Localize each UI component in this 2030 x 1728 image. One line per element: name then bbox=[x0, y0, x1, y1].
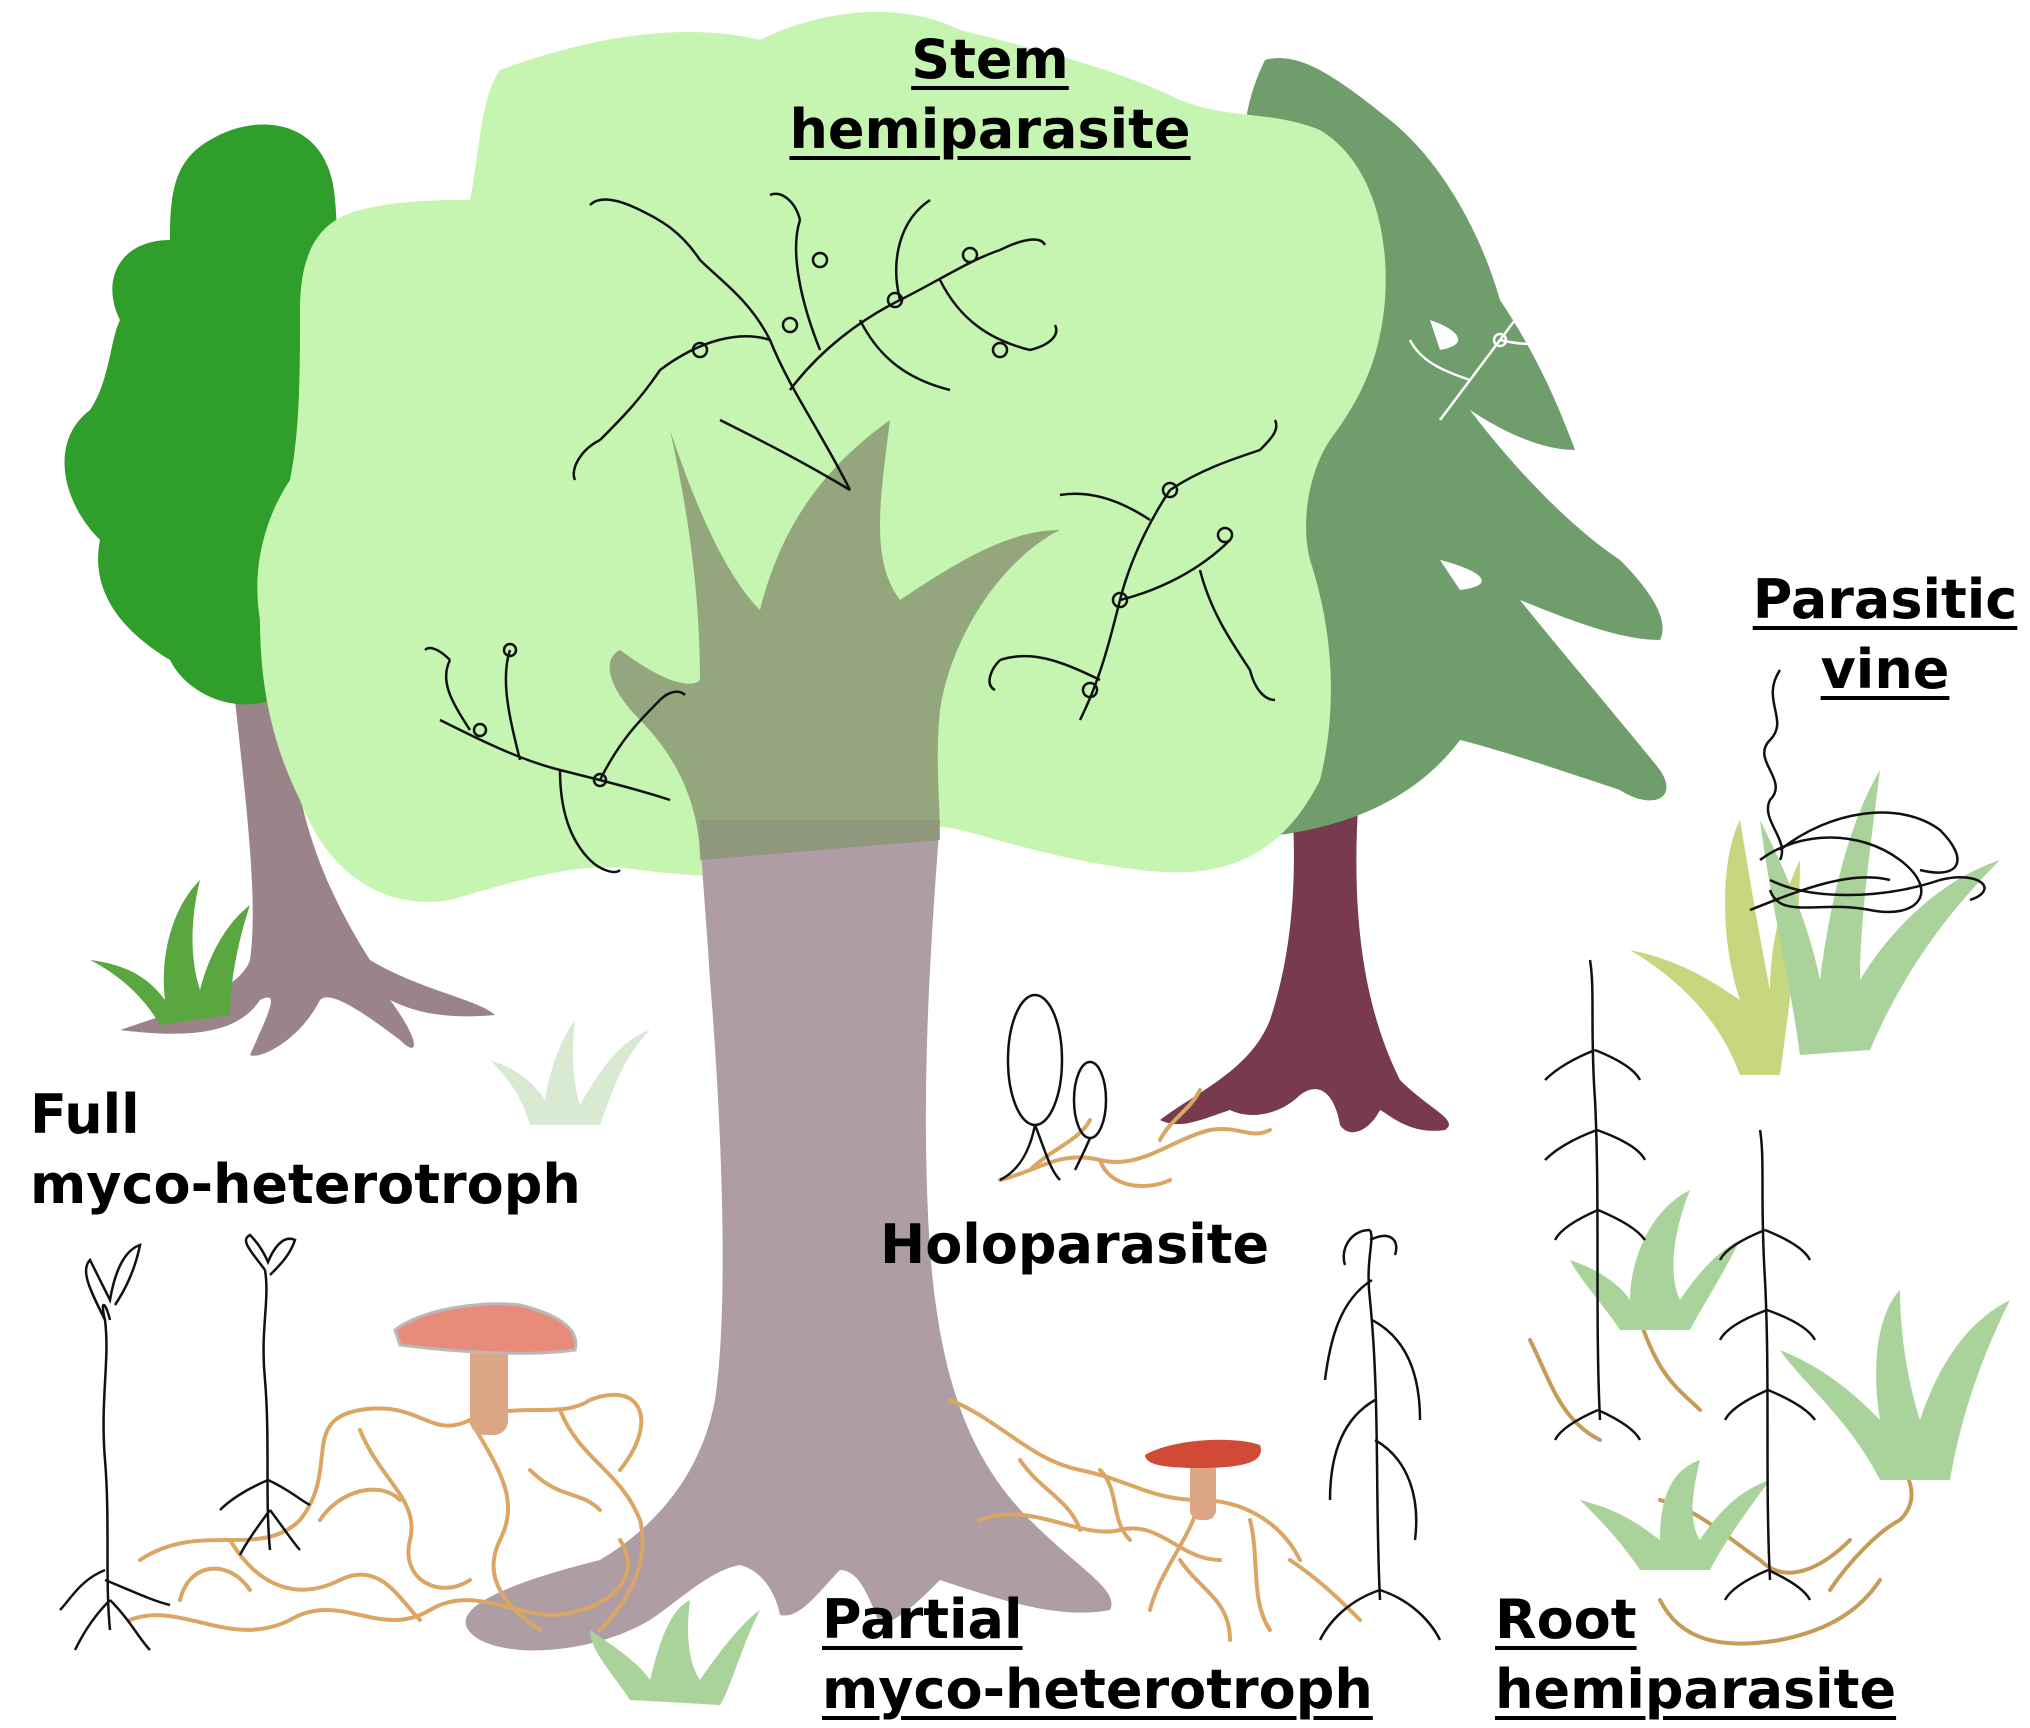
small-mushroom-cap bbox=[1145, 1440, 1261, 1468]
label-root-hemiparasite-line1: Root bbox=[1495, 1585, 1896, 1655]
label-full-myco-line1: Full bbox=[30, 1080, 581, 1150]
partial-myco-orchid bbox=[1320, 1230, 1440, 1640]
small-mushroom-stem bbox=[1190, 1460, 1216, 1520]
label-root-hemiparasite-line2: hemiparasite bbox=[1495, 1655, 1896, 1725]
full-myco-plant-1 bbox=[60, 1245, 170, 1650]
label-partial-myco-line2: myco-heterotroph bbox=[822, 1655, 1373, 1725]
big-mushroom bbox=[395, 1304, 576, 1435]
label-stem-hemiparasite-line1: Stem bbox=[770, 25, 1210, 95]
label-partial-myco-heterotroph: Partial myco-heterotroph bbox=[822, 1585, 1373, 1725]
label-full-myco-heterotroph: Full myco-heterotroph bbox=[30, 1080, 581, 1220]
grass-root-right bbox=[1780, 1290, 2010, 1480]
grass-root-bottom bbox=[1580, 1460, 1770, 1570]
label-partial-myco-line1: Partial bbox=[822, 1585, 1373, 1655]
label-parasitic-vine-line2: vine bbox=[1740, 635, 2030, 705]
label-parasitic-vine: Parasitic vine bbox=[1740, 565, 2030, 705]
big-mushroom-cap bbox=[395, 1304, 576, 1354]
grass-left-green bbox=[90, 880, 250, 1025]
label-root-hemiparasite: Root hemiparasite bbox=[1495, 1585, 1896, 1725]
root-hemiparasite-plant-1 bbox=[1545, 960, 1645, 1440]
label-parasitic-vine-line1: Parasitic bbox=[1740, 565, 2030, 635]
label-stem-hemiparasite: Stem hemiparasite bbox=[770, 25, 1210, 165]
label-holoparasite: Holoparasite bbox=[880, 1210, 1269, 1280]
label-full-myco-line2: myco-heterotroph bbox=[30, 1150, 581, 1220]
label-stem-hemiparasite-line2: hemiparasite bbox=[770, 95, 1210, 165]
full-myco-plant-2 bbox=[220, 1235, 310, 1555]
holoparasite-flower-small bbox=[1074, 1062, 1106, 1138]
holoparasite-flower-large bbox=[1008, 995, 1062, 1125]
label-holoparasite-line1: Holoparasite bbox=[880, 1210, 1269, 1280]
